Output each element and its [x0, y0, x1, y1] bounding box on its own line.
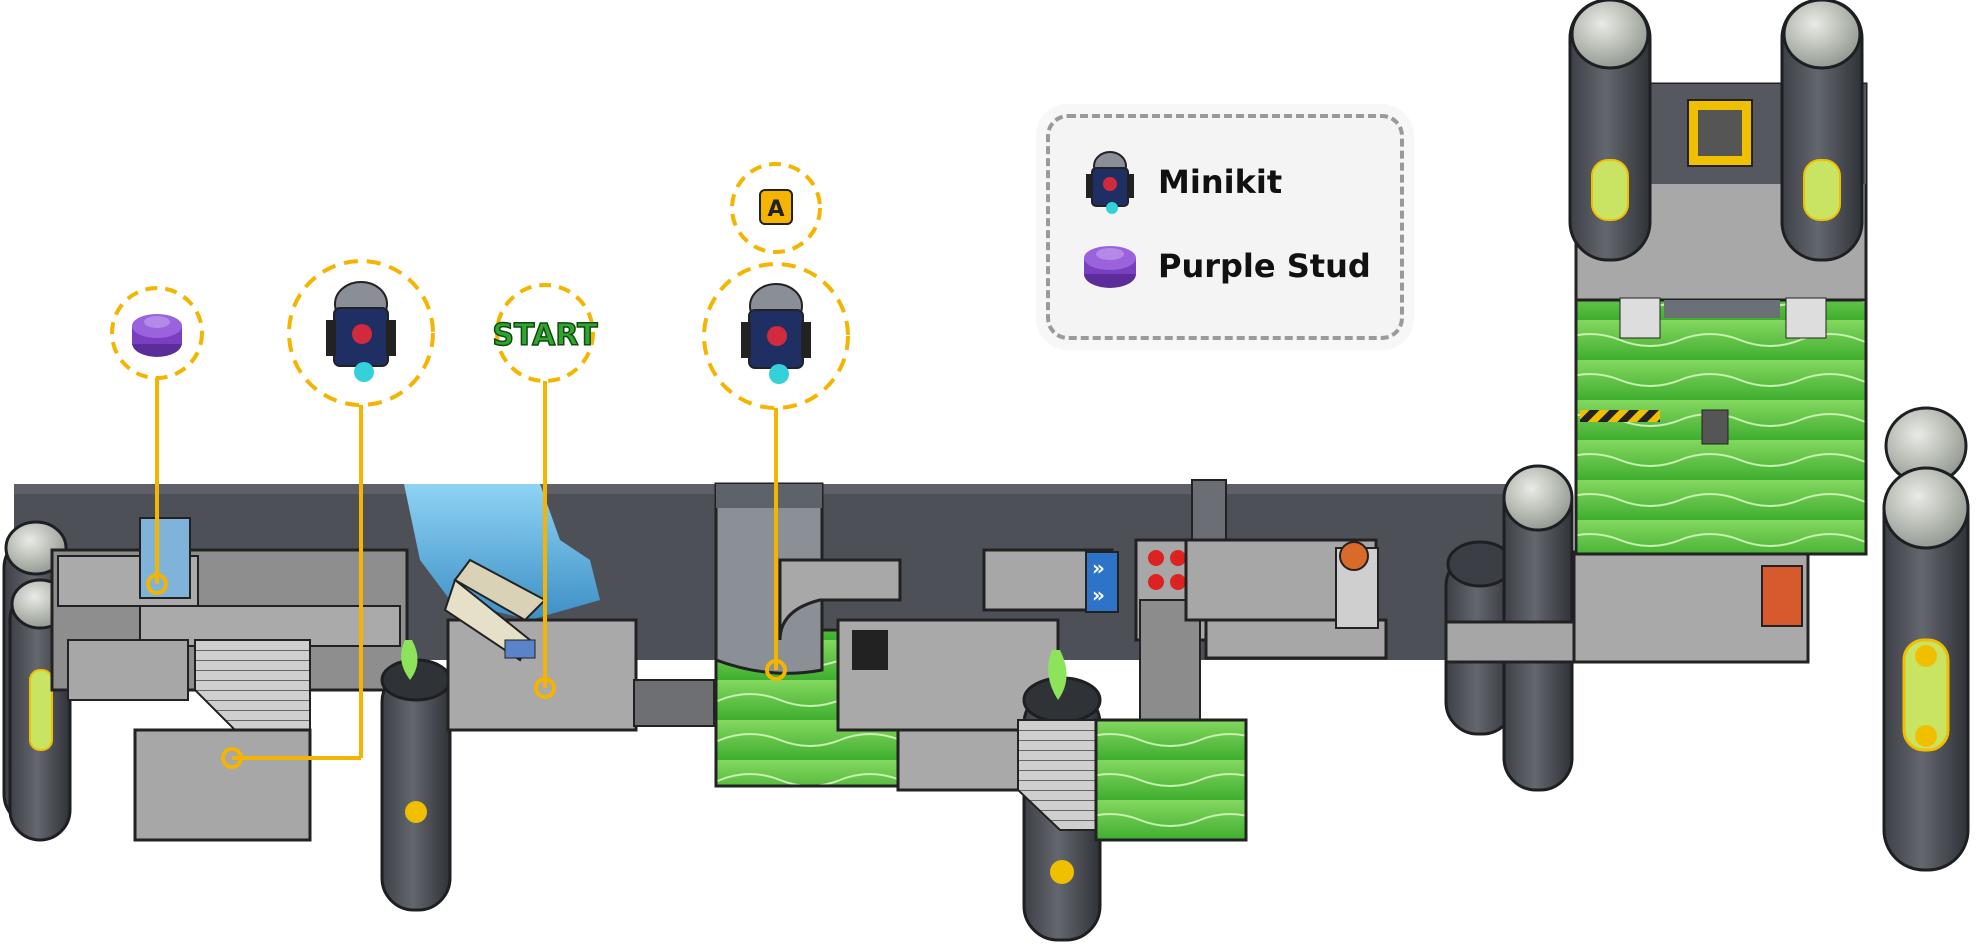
area-arrow-platform: » » [982, 548, 1119, 613]
minikit-icon [326, 281, 396, 382]
area-acid-pool [714, 482, 1060, 792]
marker-minikit-1[interactable] [221, 259, 435, 769]
marker-purple-stud[interactable] [110, 286, 204, 595]
legend-label-purple-stud: Purple Stud [1158, 247, 1371, 285]
purple-stud-icon [132, 314, 182, 357]
legend-label-minikit: Minikit [1158, 163, 1283, 201]
area-right-base [1444, 464, 1810, 792]
area-middle-rooms [1094, 479, 1388, 842]
legend-item-purple-stud: Purple Stud [1078, 234, 1371, 298]
area-left-building [50, 517, 409, 842]
area-reactor-tower [1568, 0, 1868, 556]
legend-panel: Minikit Purple Stud [1046, 114, 1404, 340]
svg-text:»: » [1092, 556, 1105, 580]
marker-minikit-2[interactable] [702, 262, 850, 681]
area-a-label: A [767, 197, 784, 222]
chimney-tank-1 [380, 640, 452, 912]
purple-stud-icon [1084, 246, 1136, 288]
starship [443, 558, 547, 662]
far-right-tank [1882, 406, 1970, 872]
marker-start[interactable]: START [492, 283, 599, 699]
svg-text:»: » [1092, 583, 1105, 607]
area-start [404, 484, 715, 732]
minikit-icon [741, 283, 811, 384]
marker-area-a[interactable]: A [730, 162, 822, 254]
minikit-icon [1086, 151, 1134, 214]
start-label: START [492, 318, 598, 353]
legend-item-minikit: Minikit [1078, 150, 1282, 214]
chimney-tank-2 [1017, 650, 1102, 942]
